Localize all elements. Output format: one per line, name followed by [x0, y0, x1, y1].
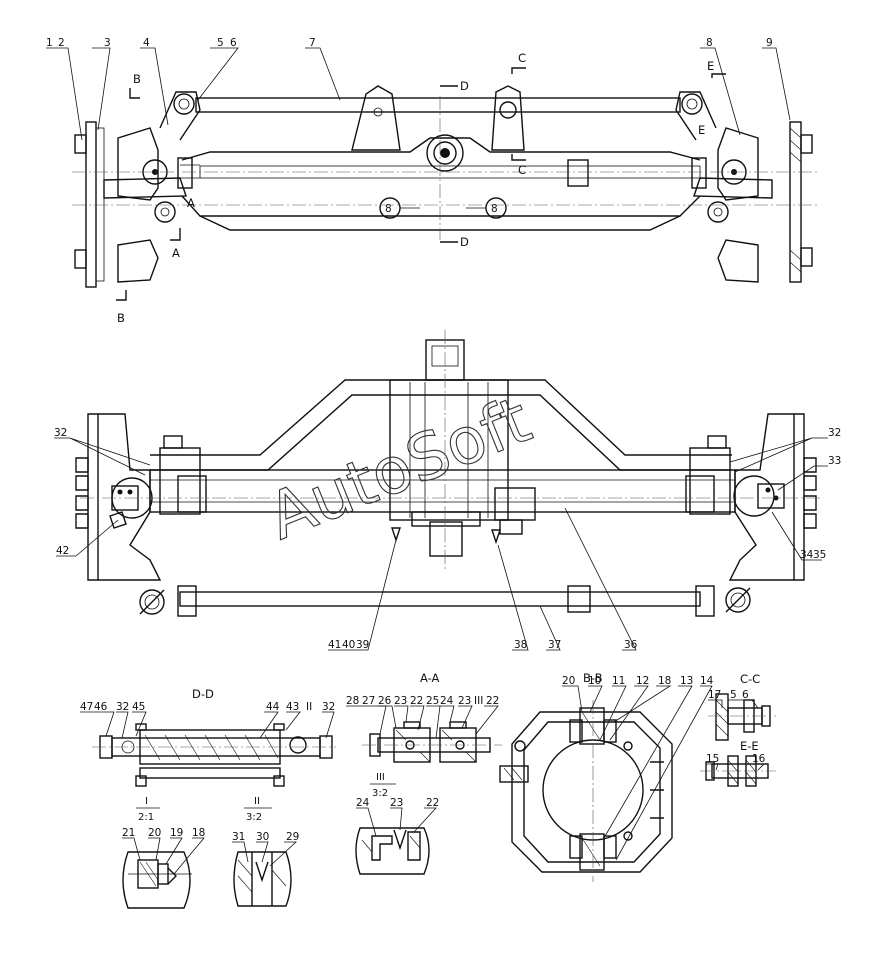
detail-i: 21 20 19 18 — [122, 827, 205, 909]
top-view: 8 8 — [72, 85, 820, 288]
detail-ii: 31 30 29 — [232, 831, 299, 907]
dd-scale-ii-num: II — [254, 796, 260, 807]
aa-scale-den: 3:2 — [372, 788, 388, 799]
callout-42: 42 — [56, 545, 69, 557]
callout-36: 36 — [624, 639, 638, 651]
callout-37: 37 — [548, 639, 561, 651]
detail-ii-callout-30: 30 — [256, 831, 269, 843]
svg-text:8: 8 — [491, 203, 498, 215]
callout-6: 6 — [230, 37, 237, 49]
bb-callout-12: 12 — [636, 675, 649, 687]
callout-3: 3 — [104, 37, 111, 49]
section-ee-title: E-E — [740, 739, 759, 753]
detail-i-callout-18: 18 — [192, 827, 205, 839]
dd-scale-i-num: I — [145, 796, 148, 807]
bb-callout-13: 13 — [680, 675, 693, 687]
dd-callout-32b: 32 — [322, 701, 335, 713]
aa-scale-num: III — [376, 772, 385, 783]
callout-5: 5 — [217, 37, 224, 49]
aa-callout-24: 24 — [440, 695, 454, 707]
detail-iii: 24 23 22 — [355, 797, 439, 875]
detail-i-callout-21: 21 — [122, 827, 135, 839]
cc-callout-17: 17 — [708, 689, 721, 701]
dd-callout-44: 44 — [266, 701, 280, 713]
detail-ii-callout-31: 31 — [232, 831, 245, 843]
bb-callout-14: 14 — [700, 675, 714, 687]
section-bb-title: B-B — [583, 671, 603, 685]
callout-34: 34 — [800, 549, 814, 561]
aa-callout-26: 26 — [378, 695, 392, 707]
bb-callout-11: 11 — [612, 675, 625, 687]
callout-32-right: 32 — [828, 427, 841, 439]
callout-7: 7 — [309, 37, 316, 49]
dd-marker-ii: II — [306, 701, 312, 713]
detail-ii-callout-29: 29 — [286, 831, 299, 843]
callout-35: 35 — [813, 549, 826, 561]
aa-callout-25: 25 — [426, 695, 439, 707]
ee-callout-15: 15 — [706, 753, 719, 765]
callout-1: 1 — [46, 37, 53, 49]
callout-4: 4 — [143, 37, 150, 49]
bb-callout-10: 10 — [588, 675, 601, 687]
cc-callout-6: 6 — [742, 689, 749, 701]
aa-callout-27: 27 — [362, 695, 375, 707]
detail-i-callout-19: 19 — [170, 827, 183, 839]
section-mark-a-top: A — [187, 196, 195, 210]
dd-callout-46: 46 — [94, 701, 108, 713]
callout-9: 9 — [766, 37, 773, 49]
callout-2: 2 — [58, 37, 65, 49]
bb-callout-18: 18 — [658, 675, 671, 687]
top-view-callouts: 1 2 3 4 5 6 7 8 9 B B A A D D C C E E — [46, 37, 791, 325]
section-mark-e-bottom: E — [698, 123, 705, 137]
section-bb: B-B 20 10 11 12 18 13 14 — [499, 671, 714, 882]
section-dd-title: D-D — [192, 687, 214, 701]
ee-callout-16: 16 — [752, 753, 766, 765]
aa-callout-22b: 22 — [486, 695, 499, 707]
aa-callout-23: 23 — [394, 695, 407, 707]
callout-8: 8 — [706, 37, 713, 49]
section-dd: D-D 47 46 32 45 44 43 II 32 I 2:1 II 3:2 — [80, 687, 336, 823]
section-mark-a-bottom: A — [172, 246, 180, 260]
section-mark-c-bottom: C — [518, 163, 526, 177]
section-cc: C-C 17 5 6 — [708, 672, 776, 741]
bb-callout-20: 20 — [562, 675, 575, 687]
dd-scale-ii-den: 3:2 — [246, 812, 262, 823]
section-mark-d-bottom: D — [460, 235, 469, 249]
dd-callout-32: 32 — [116, 701, 129, 713]
dd-callout-45: 45 — [132, 701, 145, 713]
aa-marker-iii: III — [474, 695, 483, 707]
detail-iii-callout-22: 22 — [426, 797, 439, 809]
dd-scale-i-den: 2:1 — [138, 812, 154, 823]
dd-callout-43: 43 — [286, 701, 299, 713]
aa-callout-28: 28 — [346, 695, 359, 707]
detail-i-callout-20: 20 — [148, 827, 161, 839]
section-aa: A-A 28 27 26 23 22 25 24 23 III 22 III 3… — [346, 671, 502, 799]
cc-callout-5: 5 — [730, 689, 737, 701]
callout-39: 39 — [356, 639, 369, 651]
section-mark-e-top: E — [707, 59, 714, 73]
callout-38: 38 — [514, 639, 527, 651]
front-view — [75, 330, 820, 617]
section-mark-b-top: B — [133, 72, 141, 86]
section-mark-c-top: C — [518, 51, 526, 65]
detail-iii-callout-24: 24 — [356, 797, 370, 809]
section-aa-title: A-A — [420, 671, 440, 685]
aa-callout-22: 22 — [410, 695, 423, 707]
callout-40: 40 — [342, 639, 355, 651]
callout-41: 41 — [328, 639, 341, 651]
front-view-callouts: 32 32 33 42 34 35 41 40 39 38 37 36 — [54, 427, 841, 651]
svg-text:8: 8 — [385, 203, 392, 215]
callout-33: 33 — [828, 455, 841, 467]
dd-callout-47: 47 — [80, 701, 93, 713]
aa-callout-23b: 23 — [458, 695, 471, 707]
section-ee: E-E 15 16 — [700, 739, 776, 787]
callout-32-left: 32 — [54, 427, 67, 439]
section-cc-title: C-C — [740, 672, 760, 686]
section-mark-d-top: D — [460, 79, 469, 93]
section-mark-b-bottom: B — [117, 311, 125, 325]
detail-iii-callout-23: 23 — [390, 797, 403, 809]
